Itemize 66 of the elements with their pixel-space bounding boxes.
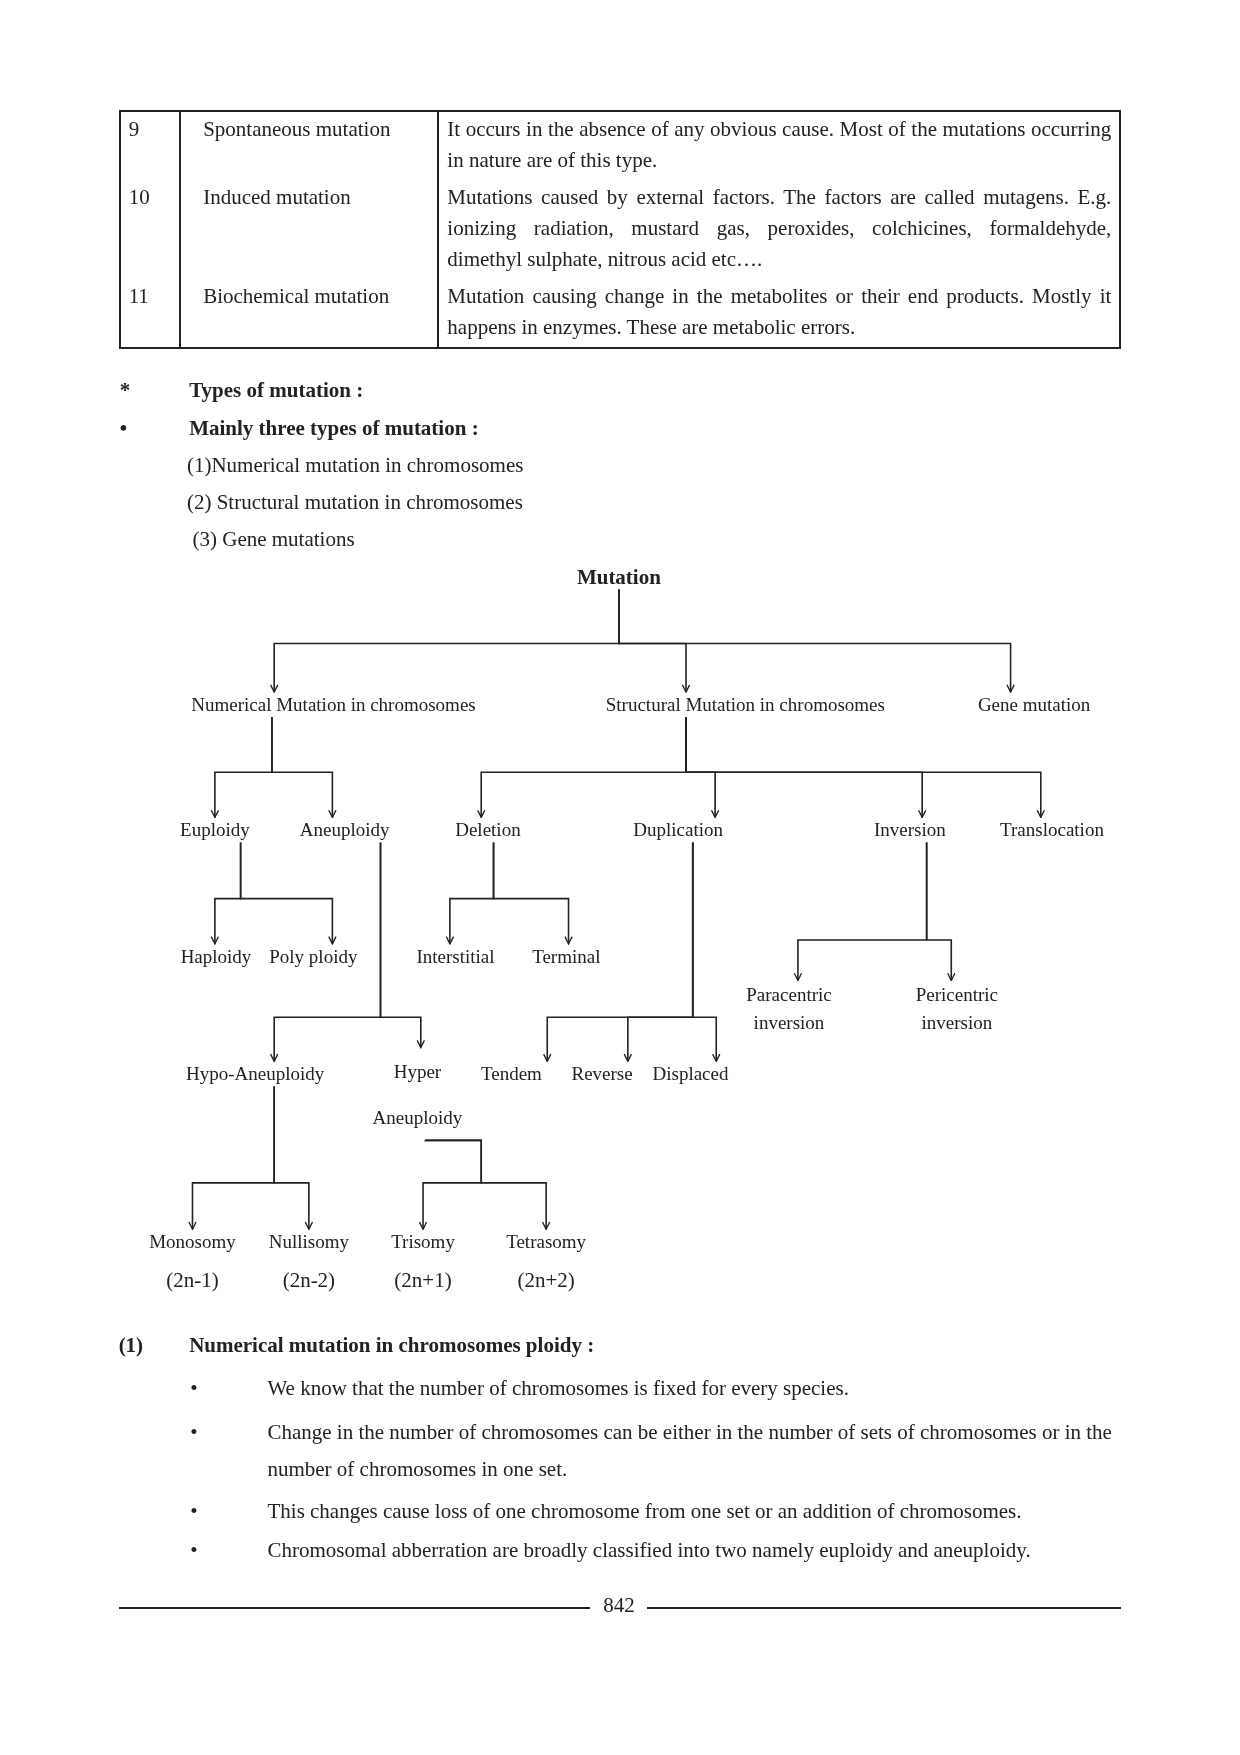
tree-label: Translocation xyxy=(997,818,1107,843)
tree-label: Gene mutation xyxy=(974,693,1094,718)
bullet-text: This changes cause loss of one chromosome from one set or an addition of chromosomes. xyxy=(267,1498,1022,1526)
tree-label: Aneuploidy xyxy=(296,818,393,843)
tree-label: Euploidy xyxy=(177,818,253,843)
formula-label: (2n-1) xyxy=(165,1267,220,1292)
list-item: (3) Gene mutations xyxy=(192,525,355,553)
formula-label: (2n-2) xyxy=(281,1267,337,1292)
bullet-mark: • xyxy=(190,1375,198,1403)
mutation-name: Induced mutation xyxy=(180,179,439,279)
bullet-text: We know that the number of chromosomes is fixed for every species. xyxy=(267,1375,849,1403)
tree-label: Structural Mutation in chromosomes xyxy=(602,693,888,718)
mutation-name: Spontaneous mutation xyxy=(180,110,439,180)
row-number: 9 xyxy=(119,110,181,180)
section-heading: Numerical mutation in chromosomes ploidy : xyxy=(189,1331,595,1359)
tree-label: Displaced xyxy=(649,1062,732,1087)
tree-label: Numerical Mutation in chromosomes xyxy=(188,693,479,718)
tree-label: Duplication xyxy=(630,818,727,843)
tree-label: Inversion xyxy=(870,818,949,843)
tree-heading: Mutation xyxy=(573,565,664,590)
arrow xyxy=(273,1085,314,1231)
tree-label: Tetrasomy xyxy=(506,1230,587,1255)
row-number: 10 xyxy=(119,179,181,279)
tree-label: Reverse xyxy=(568,1062,636,1087)
bullet-mark: • xyxy=(119,415,128,443)
formula-label: (2n+1) xyxy=(393,1267,453,1292)
arrow xyxy=(925,841,956,982)
arrow xyxy=(424,1139,551,1231)
arrow xyxy=(685,716,1046,819)
arrow xyxy=(691,841,721,1063)
tree-label: Haploidy xyxy=(177,944,255,969)
tree-label: Deletion xyxy=(452,818,524,843)
section-heading: Types of mutation : xyxy=(189,377,364,405)
row-number: 11 xyxy=(119,278,181,348)
arrow xyxy=(492,841,573,945)
tree-label: Interstitial xyxy=(413,944,498,969)
arrow xyxy=(379,841,426,1049)
bullet-mark: • xyxy=(190,1536,198,1564)
tree-label: Tendem xyxy=(477,1062,545,1087)
asterisk-mark: * xyxy=(119,377,131,405)
bullet-mark: • xyxy=(190,1419,198,1446)
tree-label: Pericentric inversion xyxy=(902,981,1012,1038)
tree-label: Trisomy xyxy=(391,1230,455,1255)
arrow xyxy=(271,716,337,819)
mutation-description: It occurs in the absence of any obvious cause. Most of the mutations occurring in nature are of this type. xyxy=(438,110,1121,180)
tree-label: Monosomy xyxy=(149,1230,236,1255)
arrow xyxy=(618,588,1015,693)
list-item: (1)Numerical mutation in chromosomes xyxy=(186,452,524,480)
tree-label: Terminal xyxy=(529,944,604,969)
bullet-mark: • xyxy=(190,1498,198,1526)
tree-label: Nullisomy xyxy=(268,1230,349,1255)
mutation-name: Biochemical mutation xyxy=(180,278,439,348)
tree-label: Paracentric inversion xyxy=(734,981,844,1038)
mutation-description: Mutations caused by external factors. The factors are called mutagens. E.g. ionizing radiation, mustard gas, peroxides, colchicines, formaldehyde, dimethyl sulphate, nitrous acid etc…. xyxy=(438,179,1121,279)
formula-label: (2n+2) xyxy=(516,1267,576,1292)
mutation-description: Mutation causing change in the metabolites or their end products. Mostly it happens in enzymes. These are metabolic errors. xyxy=(438,278,1121,348)
tree-label: Hypo-Aneuploidy xyxy=(183,1062,328,1087)
arrow xyxy=(239,841,337,945)
tree-label: Poly ploidy xyxy=(266,944,361,969)
tree-label: Hyper Aneuploidy xyxy=(362,1048,472,1141)
bullet-text: Change in the number of chromosomes can be either in the number of sets of chromosomes or in the number of chromosomes in one set. xyxy=(267,1419,1113,1483)
page-number: 842 xyxy=(603,1592,635,1620)
section-number: (1) xyxy=(118,1331,144,1359)
subheading: Mainly three types of mutation : xyxy=(189,415,479,443)
bullet-text: Chromosomal abberration are broadly classified into two namely euploidy and aneuploidy. xyxy=(267,1536,1031,1564)
list-item: (2) Structural mutation in chromosomes xyxy=(186,489,523,516)
